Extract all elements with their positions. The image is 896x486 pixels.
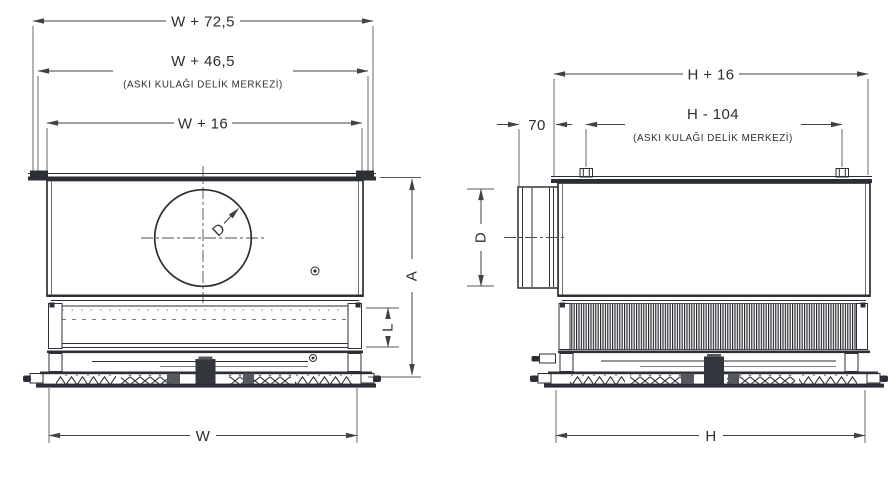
hanger-lug-left	[579, 168, 593, 178]
center-latch-block	[195, 359, 216, 386]
grille-strip	[121, 374, 177, 385]
grille-strip	[727, 374, 795, 385]
hanger-lug-left	[30, 170, 48, 177]
front-view: W + 72,5 W + 46,5 (ASKI KULAĞI DELİK MER…	[23, 14, 421, 445]
dim-collar-protrusion: 70	[497, 117, 572, 134]
screw-icon	[309, 354, 317, 362]
filter-section	[48, 303, 362, 349]
screw-icon	[310, 266, 320, 276]
dim-overall-width: W + 72,5	[32, 14, 374, 31]
body-width-label: W	[196, 428, 211, 445]
front-top-flange	[28, 170, 376, 181]
hanger-lug-right	[835, 168, 849, 178]
grille-strip	[570, 374, 625, 385]
coil-fins	[569, 303, 857, 350]
lug-note-side: (ASKI KULAĞI DELİK MERKEZİ)	[633, 133, 793, 144]
dim-body-width: W	[48, 428, 358, 445]
grille-strip	[630, 374, 688, 385]
dim-overall-depth: H + 16	[553, 67, 869, 84]
grille-strip	[229, 374, 291, 385]
grille-strip	[56, 374, 116, 385]
duct-diameter-label-side: D	[473, 232, 490, 243]
dim-lug-holes-width: W + 46,5 (ASKI KULAĞI DELİK MERKEZİ)	[37, 53, 369, 91]
dim-lug-holes-depth-label: H - 104	[687, 106, 739, 123]
grille-strip	[799, 374, 857, 385]
collar-length-label: 70	[528, 117, 546, 134]
coil-section	[558, 303, 868, 350]
dim-overall-depth-label: H + 16	[687, 67, 734, 84]
front-extension-lines	[32, 26, 421, 443]
filter-height-label: L	[380, 323, 397, 332]
dim-body-depth: H	[555, 428, 866, 445]
dim-flange-width-label: W + 16	[178, 116, 228, 133]
body-depth-label: H	[705, 428, 716, 445]
duct-opening-circle	[153, 188, 253, 288]
side-top-flange	[551, 168, 872, 183]
duct-collar	[504, 186, 567, 289]
grille-strip	[295, 374, 352, 385]
dim-lug-holes-depth: H - 104 (ASKI KULAĞI DELİK MERKEZİ)	[585, 106, 843, 144]
height-label: A	[404, 271, 421, 281]
side-bottom-assembly	[530, 353, 888, 388]
lug-note-front: (ASKI KULAĞI DELİK MERKEZİ)	[123, 80, 283, 91]
dim-filter-height: L	[380, 307, 397, 348]
center-latch-block	[704, 356, 724, 385]
dim-unit-height: A	[403, 178, 421, 376]
dim-lug-holes-width-label: W + 46,5	[171, 53, 235, 70]
side-view: H + 16 70 H - 104 (ASKI KULAĞI DELİK MER…	[467, 67, 888, 445]
hanger-lug-right	[356, 170, 374, 177]
drain-connection	[531, 353, 556, 364]
dim-overall-width-label: W + 72,5	[171, 14, 235, 31]
duct-diameter-label-front: D	[209, 220, 229, 240]
side-body	[557, 182, 871, 297]
dim-duct-diameter-front: D	[209, 208, 239, 240]
dim-flange-width: W + 16	[46, 116, 363, 133]
front-bottom-assembly	[23, 353, 381, 388]
dim-duct-diameter-side: D	[473, 188, 490, 287]
